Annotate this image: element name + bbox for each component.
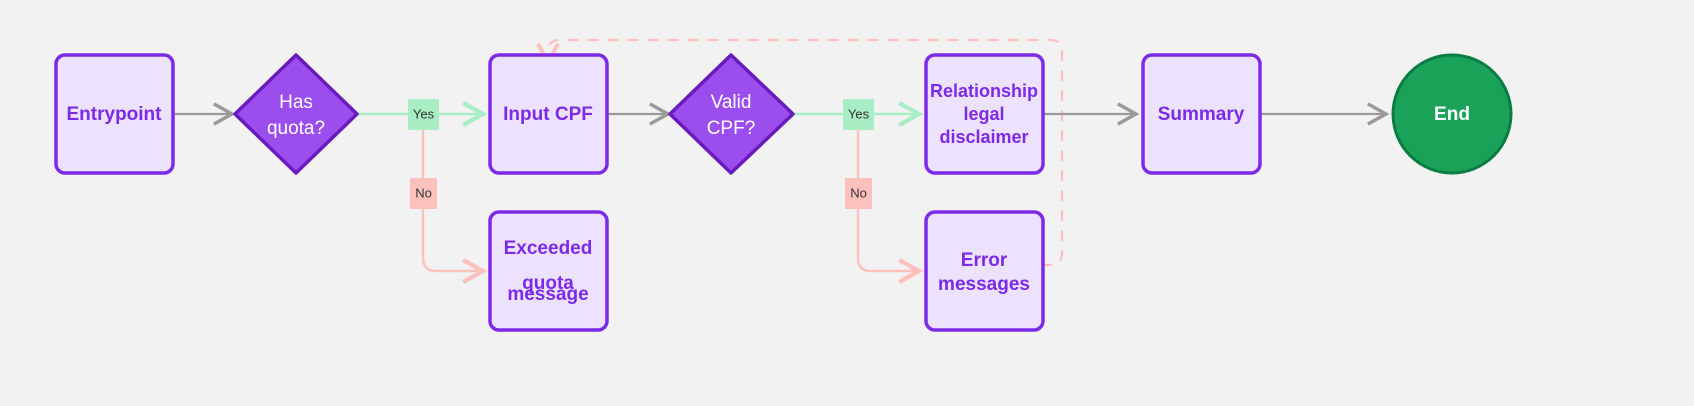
node-entrypoint[interactable]: Entrypoint <box>54 53 175 175</box>
node-valid-cpf-label-line2: CPF? <box>707 118 756 139</box>
node-error-messages-label-line1: Error <box>961 250 1008 271</box>
node-disclaimer-label-line3: disclaimer <box>939 127 1028 147</box>
node-end[interactable]: End <box>1391 53 1513 175</box>
edge-label-has-quota-yes: Yes <box>408 99 439 130</box>
node-error-messages[interactable]: Error messages <box>924 210 1045 332</box>
node-input-cpf-label: Input CPF <box>503 104 593 125</box>
node-disclaimer-label-line1: Relationship <box>930 81 1038 101</box>
edge-label-valid-cpf-yes-text: Yes <box>848 106 870 121</box>
node-summary-label: Summary <box>1158 104 1245 125</box>
node-end-label: End <box>1434 104 1470 125</box>
node-exceeded-label-line1: Exceeded <box>504 238 593 259</box>
edge-label-has-quota-yes-text: Yes <box>413 106 435 121</box>
node-exceeded-quota-message[interactable]: Exceeded quota message message <box>488 210 609 332</box>
edge-label-has-quota-no: No <box>410 178 437 209</box>
node-summary[interactable]: Summary <box>1141 53 1262 175</box>
edge-label-valid-cpf-no-text: No <box>850 185 867 200</box>
edge-has-quota-no-to-exceeded <box>421 128 488 284</box>
node-has-quota-label-line2: quota? <box>267 118 325 139</box>
node-valid-cpf[interactable]: Valid CPF? <box>668 53 795 175</box>
node-has-quota-label-line1: Has <box>279 92 313 113</box>
edge-label-valid-cpf-no: No <box>845 178 872 209</box>
edge-label-valid-cpf-yes: Yes <box>843 99 874 130</box>
node-disclaimer-label-line2: legal <box>963 104 1004 124</box>
node-exceeded-label-line2: quota <box>522 273 574 294</box>
edge-valid-cpf-no-to-error-messages <box>856 128 924 284</box>
node-exceeded-label-line3-visible: message <box>507 284 588 305</box>
node-has-quota[interactable]: Has quota? <box>233 53 359 175</box>
node-valid-cpf-label-line1: Valid <box>711 92 752 113</box>
node-error-messages-label-line2: messages <box>938 274 1030 295</box>
node-relationship-legal-disclaimer[interactable]: Relationship legal disclaimer <box>924 53 1045 175</box>
node-entrypoint-label: Entrypoint <box>67 104 163 125</box>
node-input-cpf[interactable]: Input CPF <box>488 53 609 175</box>
edge-label-has-quota-no-text: No <box>415 185 432 200</box>
edge-error-messages-to-input-cpf-loop <box>536 38 1064 267</box>
